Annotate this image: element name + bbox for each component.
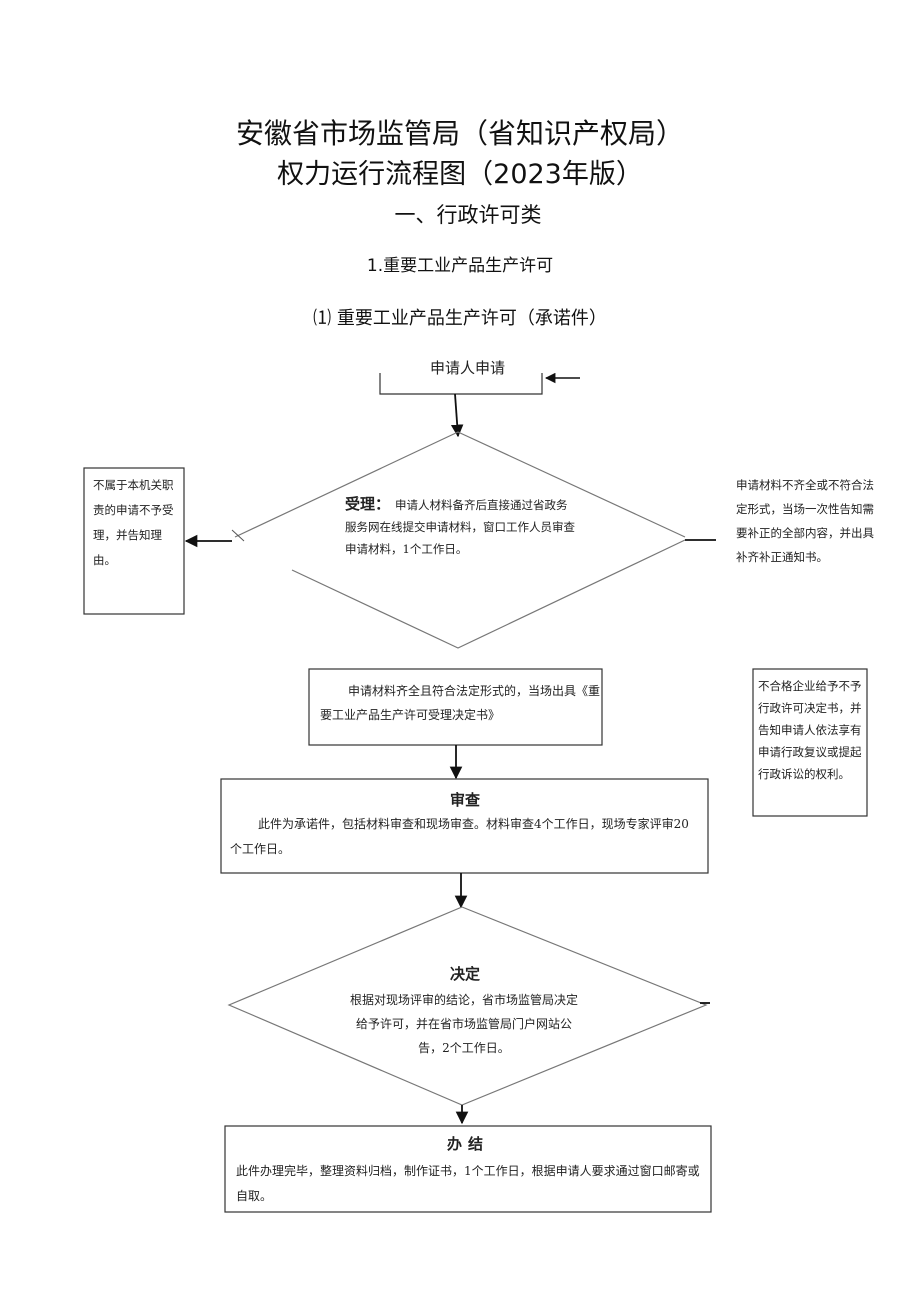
start-node [379, 373, 543, 395]
decide-label: 决定 [449, 965, 480, 983]
start-label: 申请人申请 [429, 359, 505, 377]
close-label: 办结 [446, 1135, 489, 1153]
supplement-text: 申请材料不齐全或不符合法定形式，当场一次性告知需要补正的全部内容，并出具补齐补正… [736, 478, 874, 564]
review-label: 审查 [449, 791, 480, 809]
page-title-line1: 安徽省市场监管局（省知识产权局） [235, 117, 684, 150]
reject-tick [231, 529, 245, 542]
review-box [220, 778, 709, 874]
accept-label: 受理： [345, 495, 391, 513]
flowchart-subtitle: ⑴ 重要工业产品生产许可（承诺件） [313, 308, 607, 329]
no-permit-text: 不合格企业给予不予行政许可决定书，并告知申请人依法享有申请行政复议或提起行政诉讼… [758, 679, 862, 781]
close-description: 此件办理完毕，整理资料归档，制作证书，1个工作日，根据申请人要求通过窗口邮寄或自… [236, 1164, 700, 1203]
review-description: 此件为承诺件，包括材料审查和现场审查。材料审查4个工作日，现场专家评审20个工作… [230, 817, 689, 856]
close-box [224, 1125, 712, 1213]
page-title-line2: 权力运行流程图（2023年版） [277, 159, 643, 190]
accepted-text: 申请材料齐全且符合法定形式的，当场出具《重要工业产品生产许可受理决定书》 [320, 684, 601, 722]
reject-text: 不属于本机关职责的申请不予受理，并告知理由。 [93, 478, 174, 567]
accept-description: 申请人材料备齐后直接通过省政务服务网在线提交申请材料，窗口工作人员审查申请材料，… [345, 498, 575, 556]
decide-description: 根据对现场评审的结论，省市场监管局决定给予许可，并在省市场监管局门户网站公告，2… [349, 993, 578, 1055]
accept-diamond [234, 431, 686, 649]
no-permit-box [752, 668, 868, 817]
section-heading: 一、行政许可类 [394, 203, 542, 227]
start-to-accept-arrow [450, 393, 464, 438]
subsection-heading: 1.重要工业产品生产许可 [366, 256, 554, 276]
reject-box [83, 467, 185, 615]
